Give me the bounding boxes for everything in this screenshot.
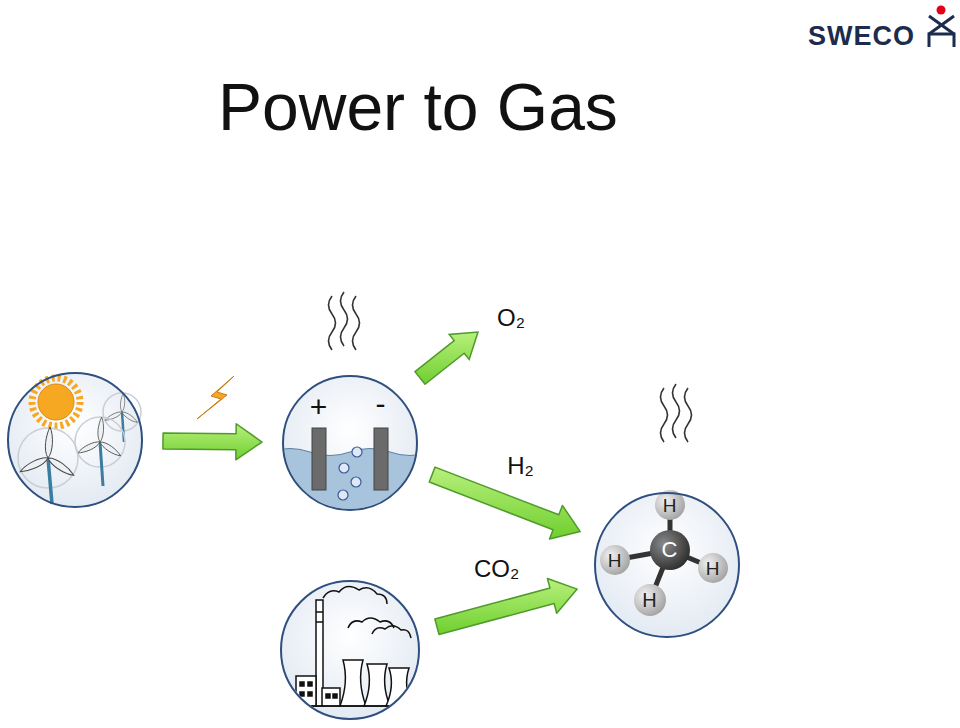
gas-label: O₂ (497, 306, 525, 330)
wind-turbine (120, 393, 124, 412)
electrolyzer (352, 447, 362, 457)
atom-symbol: H (642, 590, 656, 610)
gas-label: H₂ (504, 453, 537, 479)
methane-molecule (600, 490, 728, 616)
diagram-title: Power to Gas (218, 74, 618, 140)
circle-grounds (8, 373, 142, 507)
factory (280, 705, 420, 707)
logo-mark (929, 34, 954, 47)
factory (296, 676, 316, 706)
wind-turbine (100, 442, 103, 486)
atom-symbol: H (706, 558, 720, 577)
electrolyzer (374, 428, 388, 490)
company-logo-text: SWECO (808, 23, 915, 50)
factory (316, 611, 323, 613)
heat-waves (673, 384, 680, 438)
wind-turbine (18, 428, 78, 488)
factory (308, 682, 312, 686)
electrolyzer (270, 428, 430, 520)
factory (300, 692, 304, 696)
factory (280, 586, 424, 706)
heat-waves (329, 292, 692, 442)
factory (323, 586, 387, 604)
logo-mark (929, 16, 954, 34)
wind-turbine (98, 417, 104, 442)
logo-mark (937, 6, 946, 15)
factory (308, 692, 312, 696)
factory (364, 664, 390, 706)
logo-mark (929, 16, 954, 34)
methane-molecule (615, 505, 713, 600)
wind-turbine (75, 417, 125, 486)
methane-molecule (698, 553, 728, 583)
wind-turbine (46, 456, 76, 478)
electrolyzer (312, 428, 326, 490)
electrode-sign: - (376, 389, 386, 419)
heat-waves (329, 296, 336, 350)
sun-symbol (32, 378, 80, 426)
factory (316, 621, 323, 623)
oxygen-arrow (415, 332, 478, 384)
wind-turbine (19, 427, 76, 477)
flow-arrow (435, 578, 577, 634)
atom-symbol: C (662, 539, 678, 561)
sun-symbol (38, 384, 74, 420)
circle-node: +- (282, 375, 418, 511)
lightning-bolt (197, 376, 234, 419)
wind-turbine (122, 412, 124, 442)
flow-arrow (163, 424, 262, 460)
wind-turbine (121, 411, 139, 424)
electrode-sign: + (310, 392, 328, 422)
heat-waves (661, 388, 668, 442)
methane-molecule (600, 545, 630, 575)
electrolyzer (338, 447, 362, 500)
circle-grounds (8, 373, 739, 719)
factory (372, 626, 411, 638)
atom-symbol: H (608, 550, 622, 569)
wind-turbine (77, 417, 123, 457)
logo-mark (929, 6, 954, 48)
wind-turbine (48, 458, 52, 504)
factory (348, 618, 394, 628)
circle-grounds (281, 581, 419, 719)
factory (333, 694, 337, 698)
heat-waves (341, 292, 348, 346)
wind-turbine (45, 427, 52, 458)
wind-turbine (77, 439, 101, 456)
circle-node: H C H H H (594, 492, 740, 638)
gas-label: CO₂ (471, 556, 522, 582)
factory (322, 688, 340, 706)
circle-node (280, 580, 420, 720)
wind-turbine (19, 454, 49, 476)
atom-symbol: H (663, 495, 677, 514)
methane-molecule (655, 490, 685, 520)
wind-turbine (18, 427, 78, 504)
sun-symbol (32, 378, 80, 426)
electrolyzer (351, 477, 361, 487)
factory (300, 682, 304, 686)
electrolyzer (338, 490, 348, 500)
factory (326, 694, 330, 698)
factory (386, 668, 412, 706)
methane-molecule (650, 530, 690, 570)
methane-molecule (634, 584, 666, 616)
factory (340, 660, 366, 706)
heat-waves (685, 388, 692, 442)
heat-waves (353, 296, 360, 350)
factory (410, 686, 424, 706)
electrolyzer (339, 463, 349, 473)
wind-turbine (98, 440, 122, 457)
circle-node (7, 372, 143, 508)
wind-turbine (103, 393, 141, 442)
